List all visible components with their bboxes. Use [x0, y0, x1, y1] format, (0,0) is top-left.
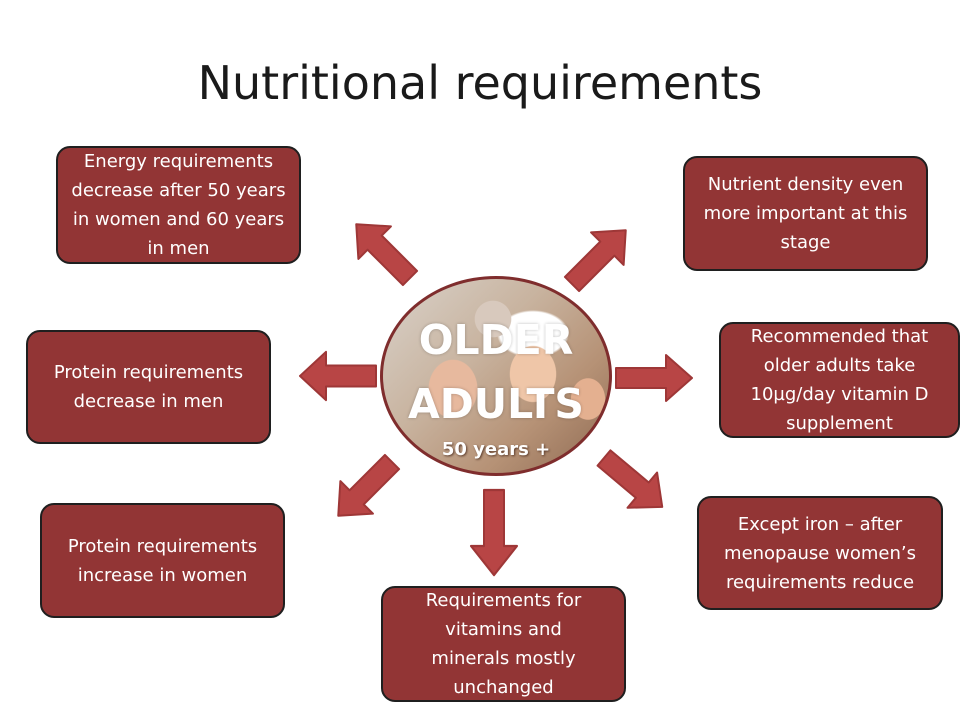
protein-women-text: Protein requirements increase in women: [67, 535, 258, 586]
center-subtitle: 50 years +: [441, 439, 551, 460]
arrow-left: [298, 350, 378, 402]
iron-box: Except iron – after menopause women’s re…: [697, 496, 943, 610]
center-label-older: OLDER: [418, 316, 574, 364]
page-title: Nutritional requirements: [197, 56, 763, 110]
nutrient-density-box: Nutrient density even more important at …: [683, 156, 928, 271]
older-adults-photo-circle: OLDER ADULTS 50 years +: [380, 276, 612, 476]
arrow-up-right: [554, 212, 644, 302]
energy-requirements-text: Energy requirements decrease after 50 ye…: [71, 151, 286, 259]
vitamin-d-box: Recommended that older adults take 10µg/…: [719, 322, 960, 438]
arrow-right: [615, 354, 693, 402]
center-label-adults: ADULTS: [408, 380, 584, 428]
protein-men-text: Protein requirements decrease in men: [53, 362, 244, 412]
nutrient-density-text: Nutrient density even more important at …: [703, 174, 908, 253]
vitamins-minerals-box: Requirements for vitamins and minerals m…: [381, 586, 626, 702]
arrow-up-left: [338, 206, 428, 296]
iron-text: Except iron – after menopause women’s re…: [724, 513, 916, 593]
vitamins-minerals-text: Requirements for vitamins and minerals m…: [425, 590, 582, 698]
protein-men-box: Protein requirements decrease in men: [26, 330, 271, 444]
protein-women-box: Protein requirements increase in women: [40, 503, 285, 618]
vitamin-d-text: Recommended that older adults take 10µg/…: [750, 326, 929, 434]
arrow-down: [469, 488, 519, 577]
energy-requirements-box: Energy requirements decrease after 50 ye…: [56, 146, 301, 264]
